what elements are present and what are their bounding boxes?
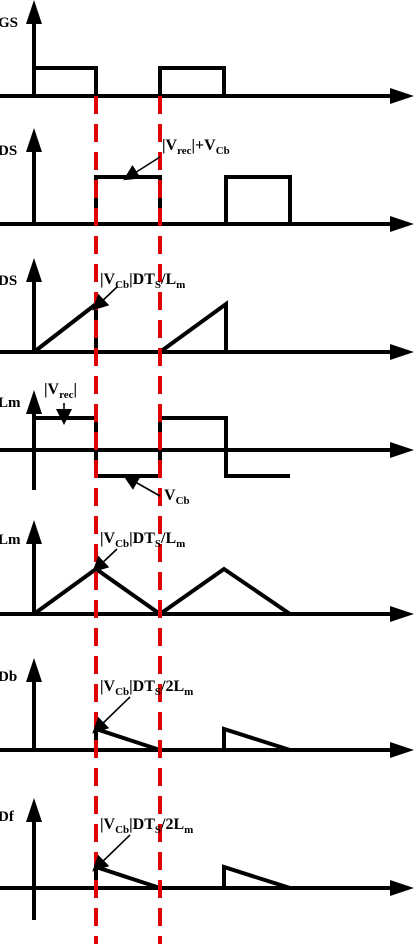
axes [26, 0, 42, 920]
arrow-ilm [92, 548, 118, 573]
annotation-vlm-top: |Vrec| [44, 381, 77, 401]
y-axis-arrow-idb [26, 658, 42, 682]
axis-label-vgs: GS [0, 15, 18, 31]
axis-label-ids: DS [0, 273, 17, 289]
trace-idb-2 [222, 726, 291, 752]
annotation-ilm: |VCb|DTS/Lm [100, 530, 185, 550]
trace-vds-pulse-2 [224, 175, 292, 224]
axis-label-vds: DS [0, 143, 17, 159]
arrow-idb [92, 696, 131, 734]
timing-markers [94, 96, 162, 944]
axis-label-idf: Df [0, 809, 15, 825]
x-axis-arrow-vlm [390, 442, 414, 458]
annotation-ids: |VCb|DTS/Lm [100, 271, 185, 291]
y-axis-arrow-idf [26, 798, 42, 822]
trace-vgs-pulse-1 [34, 66, 98, 96]
y-axis-arrow-vgs [26, 0, 42, 24]
trace-ids-ramp-1 [32, 299, 98, 354]
y-axis-arrow-ilm [26, 520, 42, 544]
x-axis-arrow-vgs [390, 88, 414, 104]
arrow-vlm-bottom [123, 475, 161, 497]
y-axis-arrow-ids [26, 258, 42, 282]
axis-label-vlm: Lm [0, 395, 21, 411]
axis-label-ilm: Lm [0, 532, 21, 548]
trace-vds-pulse-1 [94, 175, 162, 224]
x-axis-arrow-idf [390, 880, 414, 896]
annotation-idf: |VCb|DTS/2Lm [100, 816, 193, 836]
arrow-vds [123, 156, 161, 181]
x-axis-arrow-idb [390, 742, 414, 758]
trace-vgs-pulse-2 [158, 66, 226, 96]
x-axis-arrow-ilm [390, 606, 414, 622]
axis-label-idb: Db [0, 669, 17, 685]
annotation-idb: |VCb|DTS/2Lm [100, 678, 193, 698]
trace-idf-2 [222, 864, 291, 890]
trace-idb-1 [94, 726, 161, 752]
trace-idf-1 [94, 864, 161, 890]
annotation-vlm-bottom: VCb [164, 487, 190, 507]
arrow-idf [92, 834, 131, 872]
axis-labels: GS DS DS Lm Lm Db Df [0, 15, 21, 825]
trace-ids-ramp-2 [158, 300, 228, 354]
x-axis-arrow-ids [390, 344, 414, 360]
x-axis-arrow-vds [390, 216, 414, 232]
arrow-ids [92, 286, 118, 311]
annotations: |Vrec|+VCb |VCb|DTS/Lm |Vrec| VCb |VCb|D… [44, 137, 230, 836]
y-axis-arrow-vds [26, 128, 42, 152]
annotation-arrows [56, 156, 161, 872]
y-axis-arrow-vlm [26, 390, 42, 414]
annotation-vds: |Vrec|+VCb [162, 137, 230, 157]
time-axes [0, 88, 414, 896]
